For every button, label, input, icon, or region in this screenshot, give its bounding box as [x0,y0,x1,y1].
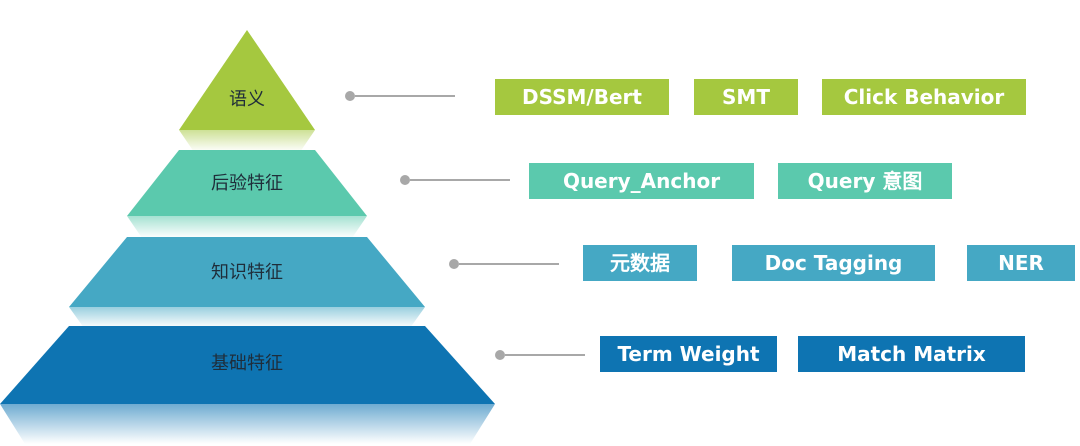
tier-knowledge: 知识特征 [69,237,425,328]
connector-line-posterior [410,179,510,181]
tag-term-weight: Term Weight [600,336,777,372]
tier-knowledge-shape [69,237,425,307]
connector-dot-knowledge [449,259,459,269]
tag-query-intent: Query 意图 [778,163,952,199]
tier-semantic-label: 语义 [229,89,265,110]
tag-dssm-bert: DSSM/Bert [495,79,669,115]
tag-ner: NER [967,245,1075,281]
tier-posterior-label: 后验特征 [211,173,283,194]
tier-knowledge-reflection [69,307,425,328]
connector-dot-basic [495,350,505,360]
tier-semantic: 语义 [179,30,315,152]
tag-smt: SMT [694,79,798,115]
connector-line-semantic [355,95,455,97]
tier-basic-shape [0,326,495,404]
tier-posterior: 后验特征 [127,150,367,238]
tag-doc-tagging: Doc Tagging [732,245,935,281]
connector-line-basic [505,354,585,356]
tier-semantic-reflection [179,130,315,152]
tier-posterior-shape [127,150,367,216]
tag-metadata: 元数据 [583,245,697,281]
tier-basic-label: 基础特征 [211,353,283,374]
tag-query-anchor: Query_Anchor [529,163,754,199]
tier-basic: 基础特征 [0,326,495,444]
tier-knowledge-label: 知识特征 [211,262,283,283]
tier-basic-reflection [0,404,495,444]
connector-line-knowledge [459,263,559,265]
connector-dot-posterior [400,175,410,185]
tier-semantic-shape [179,30,315,130]
tier-posterior-reflection [127,216,367,238]
tag-click-behavior: Click Behavior [822,79,1026,115]
tag-match-matrix: Match Matrix [798,336,1025,372]
connector-dot-semantic [345,91,355,101]
